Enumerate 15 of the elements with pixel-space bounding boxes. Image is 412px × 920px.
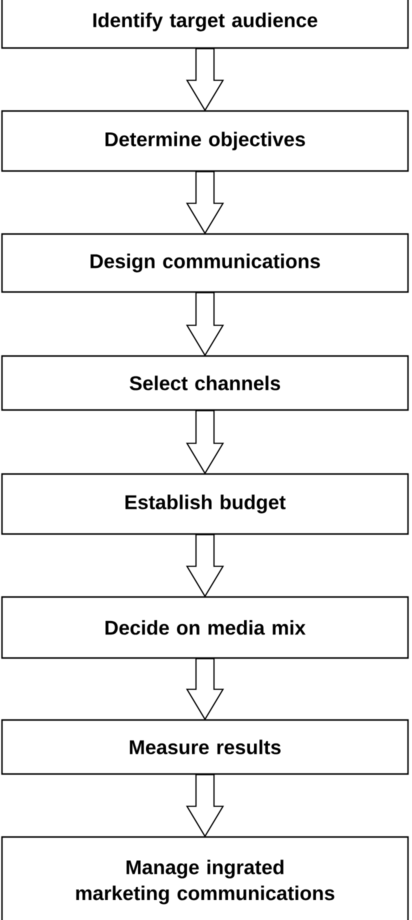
block-arrow <box>186 534 224 598</box>
process-box: Select channels <box>1 355 409 411</box>
process-box: Decide on media mix <box>1 596 409 659</box>
block-arrow <box>186 774 224 838</box>
block-arrow <box>186 658 224 720</box>
process-box: Establish budget <box>1 473 409 535</box>
process-box: Design communications <box>1 233 409 293</box>
block-arrow <box>186 410 224 474</box>
process-box: Identify target audience <box>1 0 409 49</box>
process-box: Measure results <box>1 719 409 775</box>
process-box: Determine objectives <box>1 110 409 172</box>
block-arrow <box>186 171 224 234</box>
block-arrow <box>186 48 224 112</box>
process-box: Manage ingrated marketing communications <box>1 836 409 920</box>
block-arrow <box>186 292 224 356</box>
